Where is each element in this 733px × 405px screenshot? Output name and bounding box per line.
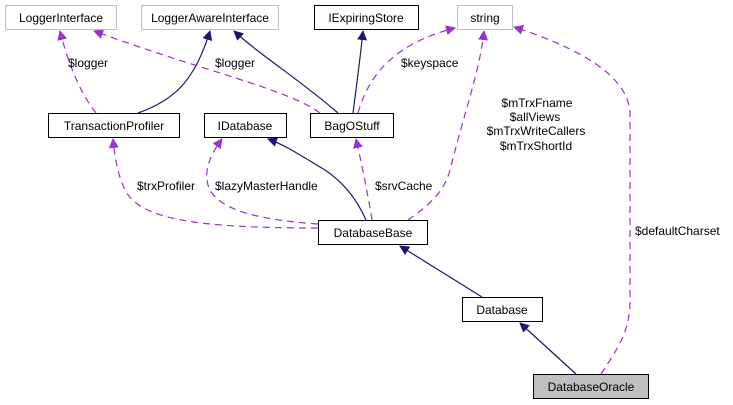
node-databaseoracle[interactable]: DatabaseOracle: [533, 374, 649, 399]
edge-label-mtrxwritecallers: $mTrxWriteCallers: [487, 124, 586, 138]
edge-label-mtrxshortid: $mTrxShortId: [500, 139, 572, 153]
edge-databaseoracle-string: [513, 25, 631, 375]
edge-label-allviews: $allViews: [510, 110, 560, 124]
node-loggerinterface[interactable]: LoggerInterface: [5, 5, 117, 30]
edge-label-mtrxfname: $mTrxFname: [502, 96, 573, 110]
edge-bagostuff-loggerawareinterface: [233, 30, 339, 114]
edge-label-srvcache: $srvCache: [375, 179, 433, 193]
edge-bagostuff-iexpiringstore: [352, 30, 368, 114]
edge-label-defaultcharset: $defaultCharset: [635, 224, 720, 238]
node-label: BagOStuff: [324, 119, 380, 133]
node-loggerawareinterface[interactable]: LoggerAwareInterface: [141, 5, 279, 30]
edge-label-keyspace: $keyspace: [401, 56, 459, 70]
edge-label-trxprofiler: $trxProfiler: [137, 179, 195, 193]
node-label: IExpiringStore: [328, 11, 404, 25]
edge-databasebase-bagostuff: [353, 138, 373, 221]
node-label: LoggerAwareInterface: [151, 11, 269, 25]
edges: [57, 25, 631, 375]
node-string[interactable]: string: [457, 5, 513, 30]
node-idatabase[interactable]: IDatabase: [204, 113, 287, 138]
edge-databasebase-idatabase-inheritance: [267, 137, 367, 221]
edge-labels: $logger $logger $keyspace $trxProfiler $…: [68, 56, 720, 238]
edge-databaseoracle-database: [519, 322, 577, 375]
edge-transactionprofiler-loggerinterface: [57, 30, 97, 114]
node-iexpiringstore[interactable]: IExpiringStore: [314, 5, 419, 30]
edge-label-logger-1: $logger: [68, 56, 108, 70]
edge-databasebase-string: [407, 30, 489, 221]
node-bagostuff[interactable]: BagOStuff: [310, 113, 394, 138]
edge-database-databasebase: [399, 245, 483, 298]
node-label: IDatabase: [218, 119, 273, 133]
node-label: Database: [476, 303, 528, 317]
node-databasebase[interactable]: DatabaseBase: [318, 220, 428, 245]
edge-transactionprofiler-loggerawareinterface: [137, 30, 213, 114]
node-transactionprofiler[interactable]: TransactionProfiler: [48, 113, 180, 138]
node-database[interactable]: Database: [462, 297, 543, 322]
edge-bagostuff-loggerinterface: [93, 29, 321, 114]
edge-label-logger-2: $logger: [215, 56, 255, 70]
node-label: string: [470, 11, 499, 25]
edge-bagostuff-string: [357, 25, 456, 114]
node-label: DatabaseBase: [334, 226, 413, 240]
node-label: LoggerInterface: [19, 11, 103, 25]
edge-databasebase-transactionprofiler: [108, 138, 319, 229]
node-label: DatabaseOracle: [548, 380, 635, 394]
node-label: TransactionProfiler: [64, 119, 164, 133]
edge-label-lazymasterhandle: $lazyMasterHandle: [215, 179, 318, 193]
edge-databasebase-idatabase-usage: [206, 138, 319, 225]
